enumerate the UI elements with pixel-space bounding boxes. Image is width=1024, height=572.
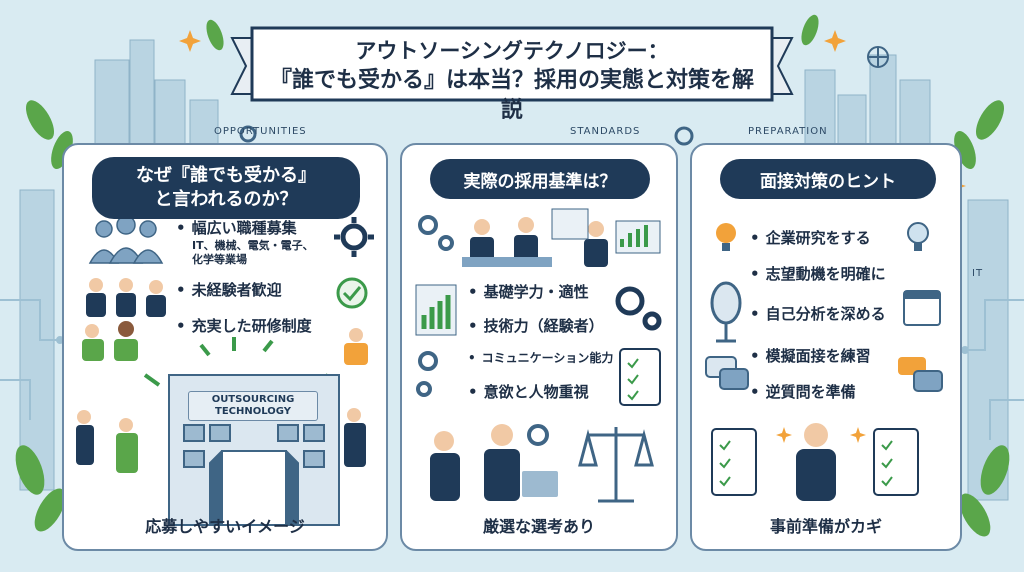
- panel2-item-1: 基礎学力・適性: [468, 281, 589, 302]
- mirror-icon: [710, 281, 742, 343]
- panel2-item-3: コミュニケーション能力: [468, 349, 614, 366]
- panel1-heading: なぜ『誰でも受かる』 と言われるのか？: [92, 157, 360, 219]
- panel3-footer: 事前準備がカギ: [769, 517, 882, 536]
- panel2-illustration: [415, 208, 662, 503]
- panel-why-easy: なぜ『誰でも受かる』 と言われるのか？ 幅広い職種募集 IT、機械、電気・電子、…: [62, 143, 388, 551]
- panel1-item-1-sub1: IT、機械、電気・電子、: [192, 239, 314, 252]
- gear-icon-2: [615, 286, 662, 331]
- panel2-footer: 厳選な選考あり: [482, 517, 595, 536]
- people-row: [82, 278, 368, 365]
- bar-chart-icon: [551, 208, 661, 254]
- panel1-item-1-sub2: 化学等業場: [192, 253, 247, 266]
- panel1-item-3: 充実した研修制度: [176, 315, 312, 336]
- building-sign: OUTSOURCING TECHNOLOGY: [188, 391, 318, 421]
- candidate: [796, 423, 836, 501]
- title-ribbon: [230, 26, 794, 102]
- speech-bubble-icon: [705, 356, 943, 392]
- page-title: アウトソーシングテクノロジー： 『誰でも受かる』は本当？採用の実態と対策を解説: [262, 36, 762, 126]
- lightbulb-icon: [716, 222, 929, 251]
- tag-standards: STANDARDS: [570, 126, 641, 137]
- gear-icon: [418, 215, 454, 251]
- checklist-icon: [619, 348, 661, 406]
- panel-hiring-criteria: 実際の採用基準は？ 基礎学力・適性 技術力（経験者） コミュニケーション能力 意…: [400, 143, 678, 551]
- check-icon: [336, 277, 368, 309]
- panel1-item-1: 幅広い職種募集: [176, 217, 297, 238]
- panel1-heading-line2: と言われるのか？: [154, 189, 298, 210]
- gear-icon: [334, 217, 374, 257]
- tag-opportunities: OPPORTUNITIES: [214, 126, 307, 137]
- panel3-item-1: 企業研究をする: [750, 227, 871, 248]
- gear-icon-4: [527, 424, 549, 446]
- panel3-illustration: [705, 222, 943, 501]
- tag-it: IT: [972, 268, 984, 279]
- panel3-item-3: 自己分析を深める: [750, 303, 886, 324]
- tag-preparation: PREPARATION: [748, 126, 828, 137]
- panel1-heading-line1: なぜ『誰でも受かる』: [136, 165, 316, 186]
- checklist-icon: [711, 428, 919, 496]
- panel2-heading: 実際の採用基準は？: [430, 159, 650, 199]
- title-line-1: アウトソーシングテクノロジー：: [355, 39, 669, 63]
- panel2-item-4: 意欲と人物重視: [468, 381, 589, 402]
- panel2-item-2: 技術力（経験者）: [468, 315, 604, 336]
- scales-icon: [578, 427, 654, 503]
- bar-chart-icon-2: [415, 284, 457, 336]
- title-line-2: 『誰でも受かる』は本当？採用の実態と対策を解説: [269, 68, 754, 123]
- panel3-item-4: 模擬面接を練習: [750, 345, 871, 366]
- panel1-footer: 応募しやすいイメージ: [145, 517, 305, 536]
- gear-icon-3: [416, 351, 438, 397]
- panel3-heading: 面接対策のヒント: [720, 159, 936, 199]
- panel3-item-2: 志望動機を明確に: [750, 263, 886, 284]
- calendar-icon: [903, 290, 941, 326]
- people-group-icon: [88, 215, 164, 264]
- panel1-item-2: 未経験者歓迎: [176, 279, 282, 300]
- panel-interview-tips: 面接対策のヒント 企業研究をする 志望動機を明確に 自己分析を深める 模擬面接を…: [690, 143, 962, 551]
- panel3-item-5: 逆質問を準備: [750, 381, 856, 402]
